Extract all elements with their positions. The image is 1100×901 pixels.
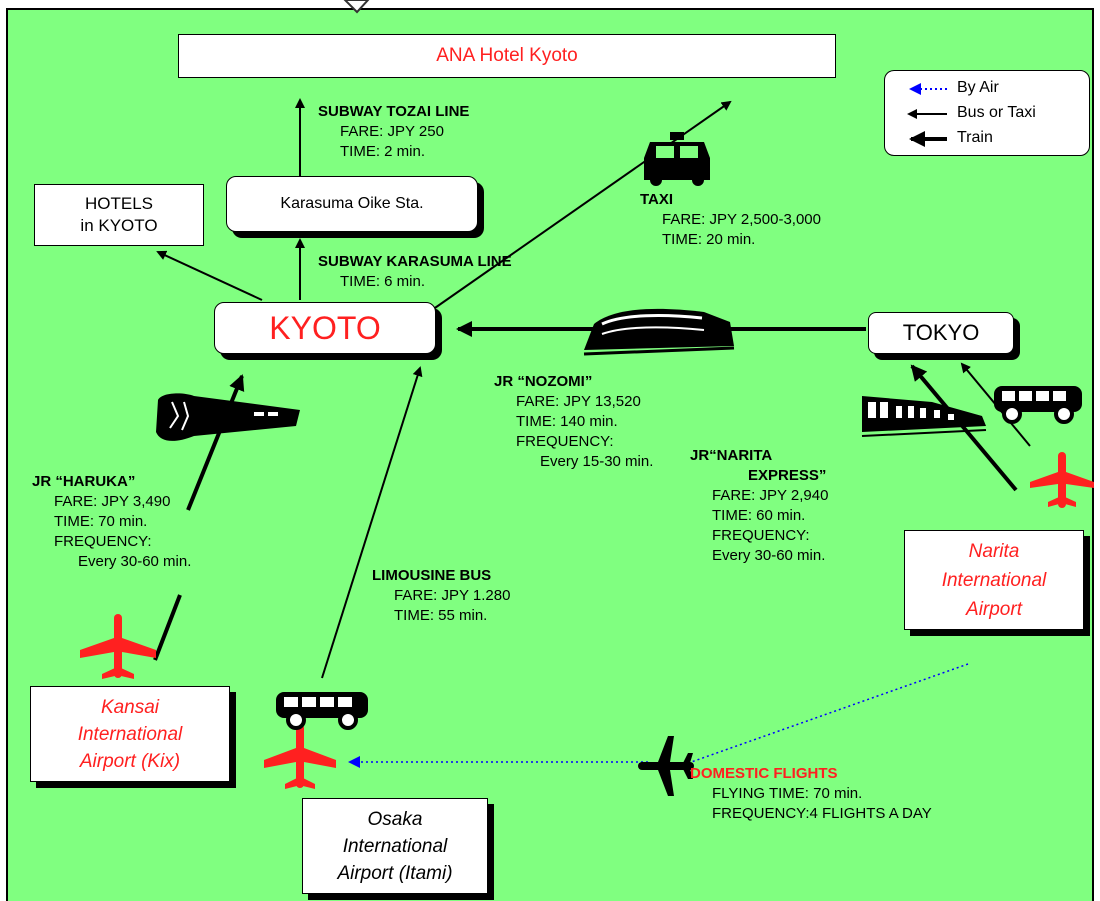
domestic-time: FLYING TIME: 70 min. bbox=[712, 785, 863, 802]
tozai-fare: FARE: JPY 250 bbox=[340, 123, 444, 140]
legend-air-icon bbox=[909, 83, 947, 95]
kansai-line-3: Airport (Kix) bbox=[79, 750, 181, 772]
karasuma-info: SUBWAY KARASUMA LINE TIME: 6 min. bbox=[318, 252, 512, 292]
tozai-info: SUBWAY TOZAI LINE FARE: JPY 250 TIME: 2 … bbox=[318, 102, 469, 162]
haruka-time: TIME: 70 min. bbox=[54, 513, 148, 530]
narita-express-title-2: EXPRESS” bbox=[748, 467, 827, 484]
hotels-line-1: HOTELS bbox=[84, 194, 154, 213]
tozai-time: TIME: 2 min. bbox=[340, 143, 426, 160]
narita-express-time: TIME: 60 min. bbox=[712, 507, 806, 524]
domestic-frequency: FREQUENCY:4 FLIGHTS A DAY bbox=[712, 805, 932, 822]
kansai-airport-box: Kansai International Airport (Kix) bbox=[30, 686, 230, 782]
narita-line-2: International bbox=[941, 569, 1047, 591]
haruka-info: JR “HARUKA” FARE: JPY 3,490 TIME: 70 min… bbox=[32, 472, 191, 572]
nozomi-frequency-value: Every 15-30 min. bbox=[540, 453, 654, 470]
legend-air: By Air bbox=[885, 77, 1089, 101]
nozomi-fare: FARE: JPY 13,520 bbox=[516, 393, 641, 410]
narita-plane-icon bbox=[1030, 452, 1094, 508]
limousine-info: LIMOUSINE BUS FARE: JPY 1.280 TIME: 55 m… bbox=[372, 566, 510, 626]
taxi-title: TAXI bbox=[640, 191, 674, 208]
nozomi-title: JR “NOZOMI” bbox=[494, 373, 593, 390]
domestic-title: DOMESTIC FLIGHTS bbox=[690, 765, 838, 782]
haruka-frequency: FREQUENCY: bbox=[54, 533, 152, 550]
nozomi-frequency: FREQUENCY: bbox=[516, 433, 614, 450]
legend: By Air Bus or Taxi Train bbox=[884, 70, 1090, 156]
legend-bus-icon bbox=[907, 109, 947, 119]
ana-hotel-label: ANA Hotel Kyoto bbox=[436, 45, 578, 66]
kansai-line-2: International bbox=[77, 723, 183, 745]
taxi-info: TAXI FARE: JPY 2,500-3,000 TIME: 20 min. bbox=[640, 190, 821, 250]
osaka-line-2: International bbox=[342, 835, 448, 857]
kansai-line-1: Kansai bbox=[100, 696, 160, 718]
osaka-airport-box: Osaka International Airport (Itami) bbox=[302, 798, 488, 894]
kyoto-label: KYOTO bbox=[269, 309, 381, 346]
narita-airport-box: Narita International Airport bbox=[904, 530, 1084, 630]
karasuma-oike-station-box: Karasuma Oike Sta. bbox=[226, 176, 478, 232]
legend-train-label: Train bbox=[957, 129, 993, 146]
taxi-time: TIME: 20 min. bbox=[662, 231, 756, 248]
station-label: Karasuma Oike Sta. bbox=[280, 195, 424, 212]
tokyo-label: TOKYO bbox=[902, 320, 980, 345]
narita-line-3: Airport bbox=[966, 598, 1022, 620]
haruka-fare: FARE: JPY 3,490 bbox=[54, 493, 171, 510]
itami-bus-icon bbox=[276, 692, 368, 730]
limousine-arrow bbox=[321, 366, 423, 679]
limousine-title: LIMOUSINE BUS bbox=[372, 567, 492, 584]
itami-plane-icon bbox=[264, 724, 336, 789]
legend-air-label: By Air bbox=[957, 79, 999, 96]
air-route-upper bbox=[679, 663, 969, 767]
narita-express-arrow bbox=[910, 364, 1018, 492]
narita-express-train-icon bbox=[861, 396, 987, 437]
top-arrow-icon bbox=[343, 0, 370, 14]
nozomi-time: TIME: 140 min. bbox=[516, 413, 618, 430]
tozai-title: SUBWAY TOZAI LINE bbox=[318, 103, 470, 120]
tokyo-box: TOKYO bbox=[868, 312, 1014, 354]
legend-bus: Bus or Taxi bbox=[885, 102, 1089, 126]
legend-train-icon bbox=[909, 131, 947, 147]
narita-express-info: JR“NARITA EXPRESS” FARE: JPY 2,940 TIME:… bbox=[690, 446, 828, 566]
haruka-title: JR “HARUKA” bbox=[32, 473, 136, 490]
hotels-line-2: in KYOTO bbox=[80, 216, 158, 235]
limousine-time: TIME: 55 min. bbox=[394, 607, 488, 624]
nozomi-info: JR “NOZOMI” FARE: JPY 13,520 TIME: 140 m… bbox=[494, 372, 653, 472]
narita-express-frequency: FREQUENCY: bbox=[712, 527, 810, 544]
haruka-frequency-value: Every 30-60 min. bbox=[78, 553, 192, 570]
haruka-arrow bbox=[186, 374, 245, 511]
tokyo-bus-icon bbox=[994, 386, 1082, 424]
limousine-fare: FARE: JPY 1.280 bbox=[394, 587, 511, 604]
karasuma-title: SUBWAY KARASUMA LINE bbox=[318, 253, 512, 270]
ana-hotel-box: ANA Hotel Kyoto bbox=[178, 34, 836, 78]
hotels-arrow bbox=[156, 250, 263, 301]
domestic-plane-icon bbox=[638, 736, 694, 796]
kansai-plane-icon bbox=[80, 614, 156, 679]
narita-express-title-1: JR“NARITA bbox=[690, 447, 773, 464]
narita-express-frequency-value: Every 30-60 min. bbox=[712, 547, 826, 564]
taxi-fare: FARE: JPY 2,500-3,000 bbox=[662, 211, 821, 228]
narita-line-1: Narita bbox=[968, 540, 1020, 562]
hotels-in-kyoto-box: HOTELS in KYOTO bbox=[34, 184, 204, 246]
haruka-line-lower bbox=[153, 594, 182, 661]
legend-train: Train bbox=[885, 127, 1089, 151]
nozomi-train-icon bbox=[583, 308, 735, 356]
legend-bus-label: Bus or Taxi bbox=[957, 104, 1036, 121]
taxi-icon bbox=[644, 132, 710, 186]
haruka-train-icon bbox=[156, 393, 300, 441]
narita-express-fare: FARE: JPY 2,940 bbox=[712, 487, 829, 504]
osaka-line-3: Airport (Itami) bbox=[337, 862, 453, 884]
osaka-line-1: Osaka bbox=[367, 808, 423, 830]
karasuma-time: TIME: 6 min. bbox=[340, 273, 426, 290]
domestic-info: DOMESTIC FLIGHTS FLYING TIME: 70 min. FR… bbox=[690, 764, 932, 824]
kyoto-box: KYOTO bbox=[214, 302, 436, 354]
